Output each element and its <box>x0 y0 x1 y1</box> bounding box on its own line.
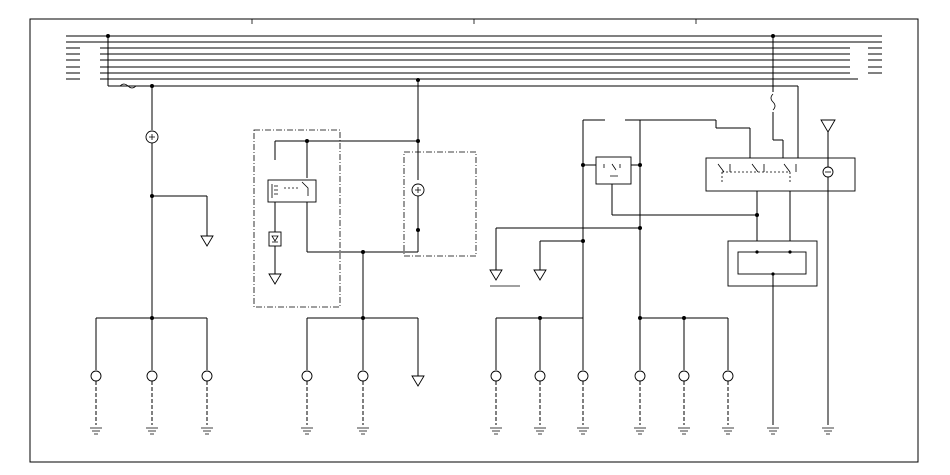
connector-arrow-icon <box>489 269 503 281</box>
connector-arrow-icon <box>533 269 547 281</box>
lamp-ground <box>146 318 158 435</box>
relay-module-right <box>674 34 856 425</box>
diode-icon <box>268 231 282 247</box>
combination-switch <box>595 156 632 185</box>
lamp-ground <box>357 318 369 435</box>
lamp-ground <box>678 318 690 435</box>
bottom-row <box>90 318 834 435</box>
antenna-icon <box>820 119 836 133</box>
power-bus <box>66 34 882 87</box>
lamp-ground <box>534 318 546 435</box>
lamp-ground <box>634 318 646 435</box>
left-branch <box>96 86 214 320</box>
connector-arrow-icon <box>411 375 425 387</box>
mid-left-branch <box>307 80 477 320</box>
fuse-icon <box>770 93 776 111</box>
lamp-ground <box>201 318 213 435</box>
lamp-ground <box>722 318 734 435</box>
connector-arrow-icon <box>268 273 282 285</box>
lamp-ground <box>90 318 102 435</box>
ground <box>822 427 834 435</box>
relay-coil <box>267 179 317 203</box>
connector-arrow-icon <box>200 235 214 247</box>
lamp-ground <box>490 318 502 435</box>
lamp-ground <box>301 318 313 435</box>
lamp-ground <box>577 318 589 435</box>
diagram-frame <box>29 18 919 463</box>
switch-module-left <box>253 129 420 308</box>
center-right-branch <box>489 119 728 320</box>
connector-drop <box>411 318 425 387</box>
ground <box>767 427 779 435</box>
control-unit-lower <box>727 240 818 425</box>
